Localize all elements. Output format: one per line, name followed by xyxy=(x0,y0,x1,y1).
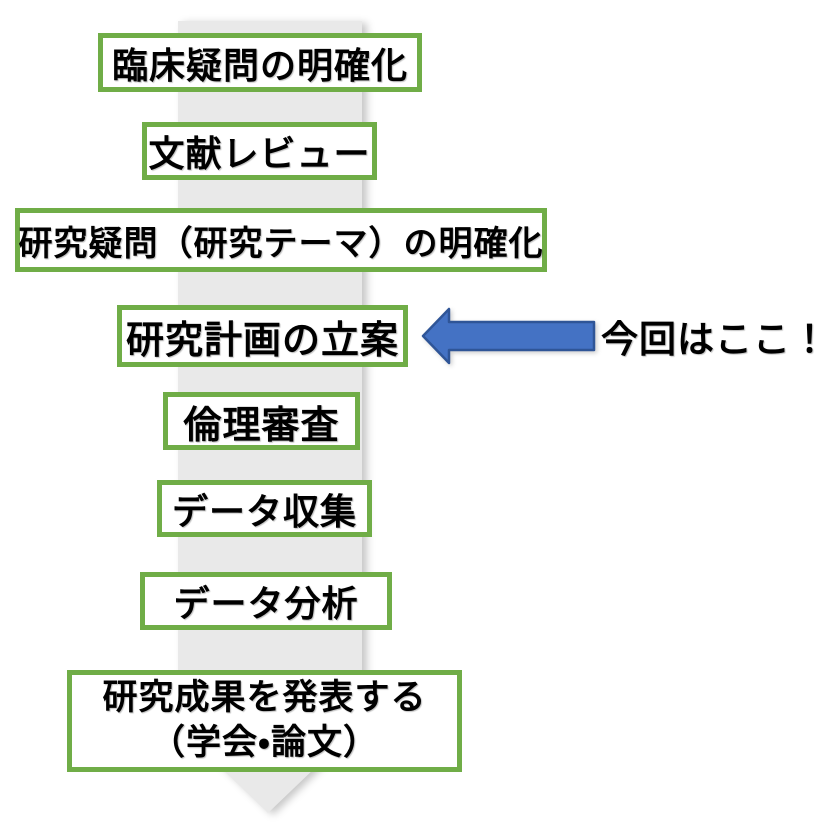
step-box-literature-review: 文献レビュー xyxy=(142,122,377,180)
step-box-ethics-review: 倫理審査 xyxy=(163,392,360,450)
step-label: データ収集 xyxy=(171,490,357,532)
step-label-line2: （学会・論文） xyxy=(150,723,379,762)
step-label: 研究計画の立案 xyxy=(125,319,399,362)
step-label: 研究疑問（研究テーマ）の明確化 xyxy=(18,224,544,263)
step-box-clinical-question: 臨床疑問の明確化 xyxy=(98,33,422,92)
current-step-pointer xyxy=(421,307,597,365)
step-label: 倫理審査 xyxy=(183,404,340,447)
step-box-research-plan-current: 研究計画の立案 xyxy=(117,305,408,367)
step-label: 臨床疑問の明確化 xyxy=(111,44,408,86)
step-box-data-collection: データ収集 xyxy=(157,480,372,537)
step-box-presentation: 研究成果を発表する （学会・論文） xyxy=(67,670,462,772)
step-label-line1: 研究成果を発表する xyxy=(102,678,427,718)
step-label: データ分析 xyxy=(173,583,359,624)
current-step-annotation: 今回はここ！ xyxy=(601,319,817,360)
step-label: 文献レビュー xyxy=(148,133,371,174)
left-arrow-icon xyxy=(421,307,596,365)
step-box-research-question: 研究疑問（研究テーマ）の明確化 xyxy=(15,208,547,272)
step-box-data-analysis: データ分析 xyxy=(140,572,392,630)
